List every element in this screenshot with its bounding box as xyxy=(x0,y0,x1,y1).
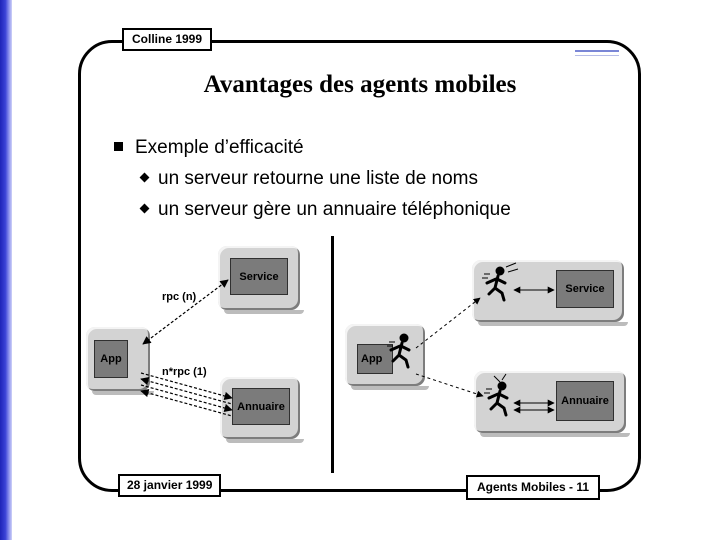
migrate-arrow xyxy=(415,373,484,398)
running-agent-icon xyxy=(482,262,519,302)
app-node-right: App xyxy=(345,324,429,390)
service-box: Service xyxy=(230,258,288,295)
app-box-right: App xyxy=(357,344,393,374)
sub-bullet-text: un serveur gère un annuaire téléphonique xyxy=(158,199,511,220)
nrpc-arrow xyxy=(140,376,233,405)
square-bullet-icon xyxy=(114,142,123,151)
main-bullet-text: Exemple d’efficacité xyxy=(135,137,304,158)
nrpc-arrow xyxy=(140,384,233,413)
running-agent-icon xyxy=(484,373,509,417)
nrpc-arrow xyxy=(140,388,233,417)
nrpc-arrow xyxy=(140,372,233,401)
sub-bullet-text: un serveur retourne une liste de noms xyxy=(158,168,479,189)
sub-bullet: un serveur retourne une liste de noms xyxy=(139,168,479,190)
app-box: App xyxy=(94,340,128,378)
nrpc-label: n*rpc (1) xyxy=(162,366,207,378)
divider-line xyxy=(331,236,334,473)
annuaire-box-right: Annuaire xyxy=(556,381,614,421)
annuaire-box: Annuaire xyxy=(232,388,290,425)
running-agent-icon xyxy=(387,333,411,369)
decorative-line xyxy=(575,55,619,56)
rpc-arrow xyxy=(142,279,229,345)
header-tab: Colline 1999 xyxy=(122,28,213,51)
decorative-line xyxy=(575,50,619,52)
sub-bullet: un serveur gère un annuaire téléphonique xyxy=(139,199,511,221)
footer-date: 28 janvier 1999 xyxy=(118,474,222,497)
main-bullet: Exemple d’efficacité xyxy=(114,137,304,159)
slide-title: Avantages des agents mobiles xyxy=(203,71,517,98)
service-box-right: Service xyxy=(556,270,614,308)
migrate-arrow xyxy=(415,297,481,349)
app-node: App xyxy=(86,327,154,395)
annuaire-node: Annuaire xyxy=(220,377,304,443)
footer-page: Agents Mobiles - 11 xyxy=(466,475,601,500)
left-accent-stripe xyxy=(0,0,12,540)
slide-frame xyxy=(78,40,641,492)
service-node: Service xyxy=(218,246,304,314)
